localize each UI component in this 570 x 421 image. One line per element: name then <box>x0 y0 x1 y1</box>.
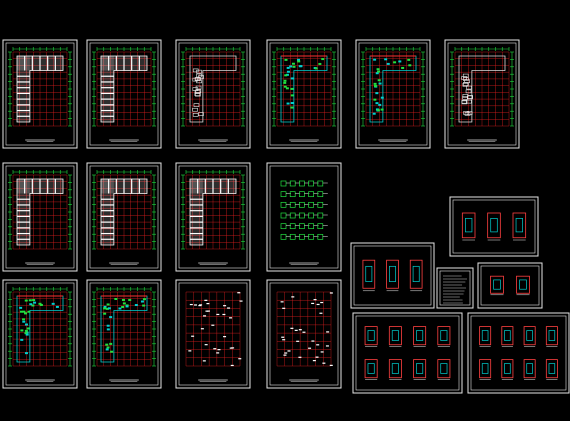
drawing-sheet[interactable] <box>86 162 162 272</box>
drawing-sheet[interactable] <box>266 39 342 149</box>
drawing-sheet[interactable] <box>175 162 251 272</box>
drawing-sheet[interactable] <box>86 279 162 389</box>
drawing-sheet[interactable] <box>350 242 435 309</box>
drawing-sheet[interactable] <box>266 279 342 389</box>
drawing-sheet[interactable] <box>467 312 570 394</box>
drawing-sheet[interactable] <box>2 279 78 389</box>
drawing-sheet[interactable] <box>2 39 78 149</box>
drawing-sheet[interactable] <box>477 262 543 309</box>
drawing-sheet[interactable] <box>266 162 342 272</box>
drawing-sheet[interactable] <box>175 279 251 389</box>
drawing-sheet[interactable] <box>436 267 474 309</box>
drawing-sheet[interactable] <box>355 39 431 149</box>
drawing-sheet[interactable] <box>2 162 78 272</box>
drawing-sheet[interactable] <box>175 39 251 149</box>
sheet-group <box>2 39 570 394</box>
drawing-sheet[interactable] <box>444 39 520 149</box>
drawing-sheet[interactable] <box>352 312 463 394</box>
drawing-sheet[interactable] <box>86 39 162 149</box>
drawing-sheet[interactable] <box>449 196 539 257</box>
